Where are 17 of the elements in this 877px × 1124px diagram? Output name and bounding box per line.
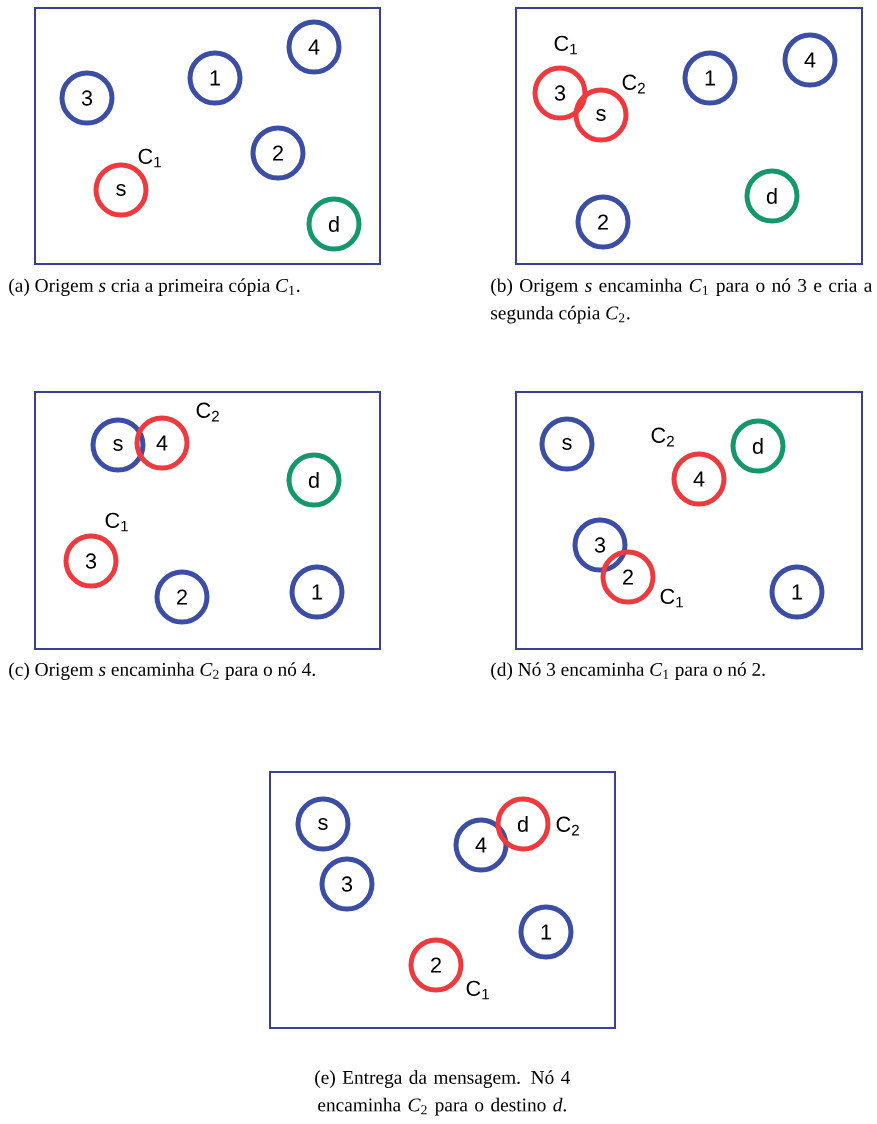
node-label: (c) Origem s encaminha C$_{2}$ para o nó 4. (9, 662, 315, 680)
copy-label: C$_{1}$ (660, 588, 683, 608)
copy-label: C$_{2}$ (196, 402, 219, 422)
copy-label: C$_{2}$ (556, 816, 579, 836)
panel-frame (34, 7, 381, 265)
panel-frame (269, 771, 616, 1029)
copy-label: C$_{1}$ (554, 35, 577, 55)
node-label: (b) Origem s encaminha C$_{1}$ para o nó 3 e cria a segunda cópia C$_{2}$. (491, 278, 873, 324)
node-label: (a) Origem s cria a primeira cópia C$_{1}$. (9, 278, 300, 296)
copy-label: C$_{1}$ (105, 512, 128, 532)
node-label: (e) Entrega da mensagem. Nó 4 encaminha C$_{2}$ para o destino d. (315, 1070, 571, 1116)
panel-frame (515, 7, 863, 265)
node-label: (d) Nó 3 encaminha C$_{1}$ para o nó 2. (491, 662, 765, 680)
panel-frame (515, 391, 863, 650)
copy-label: C$_{1}$ (466, 980, 489, 1000)
copy-label: C$_{2}$ (651, 427, 674, 447)
panel-frame (34, 391, 381, 650)
